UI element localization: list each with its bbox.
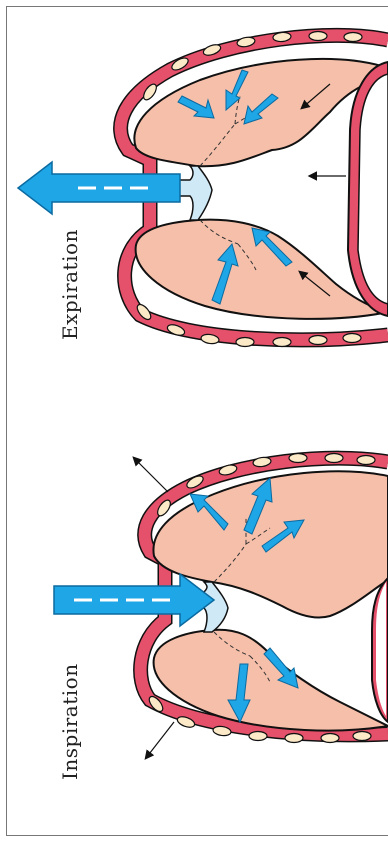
insp-wall-arrow-2 (146, 722, 174, 758)
inspiration-panel (54, 454, 388, 759)
insp-wall-arrow-1 (134, 458, 168, 492)
expiration-panel (18, 32, 388, 347)
